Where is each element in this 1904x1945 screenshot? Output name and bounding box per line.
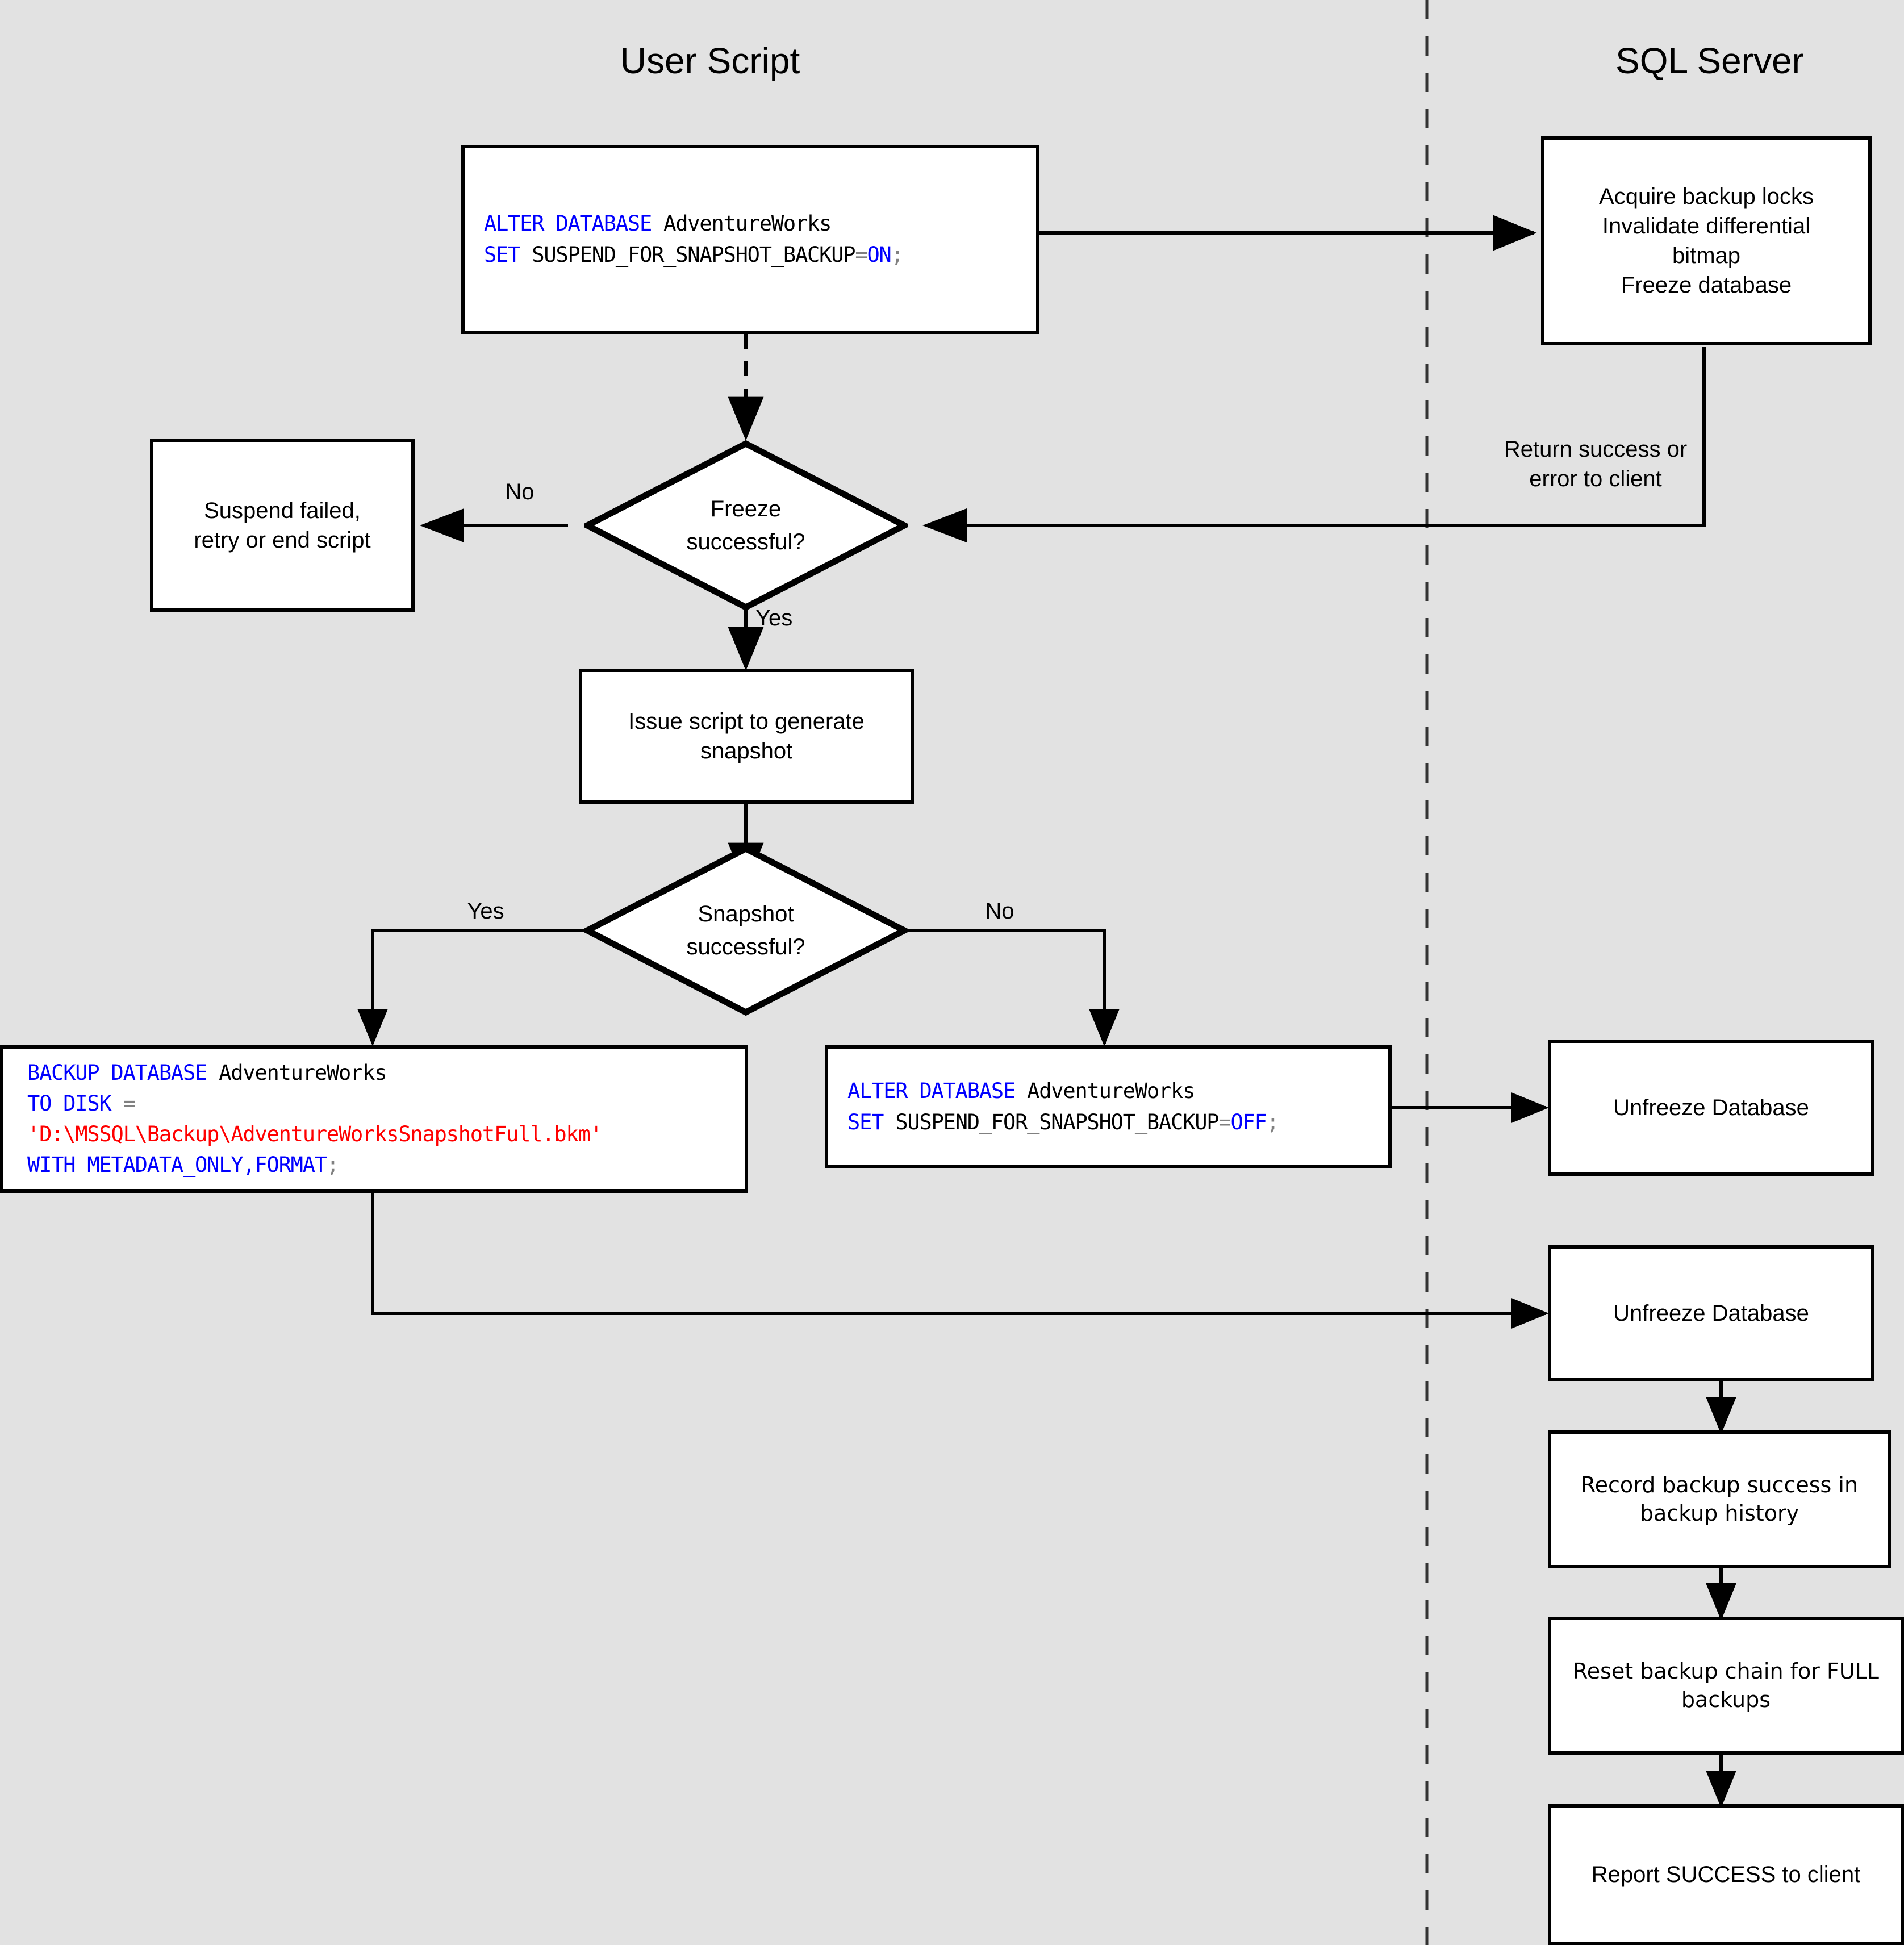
edge-snapshot-yes: [357, 929, 588, 1046]
node-suspend-failed[interactable]: Suspend failed, retry or end script: [150, 439, 415, 612]
freeze-decision-shape: [584, 440, 908, 611]
node-unfreeze-database-1[interactable]: Unfreeze Database: [1548, 1040, 1874, 1176]
edge-label-snapshot-no: No: [985, 899, 1014, 924]
alter-on-equals: =: [855, 242, 867, 267]
backup-to-disk-keyword: TO DISK: [27, 1091, 112, 1116]
snapshot-decision-label: Snapshot successful?: [686, 901, 805, 959]
backup-disk-path: 'D:\MSSQL\Backup\AdventureWorksSnapshotF…: [27, 1122, 603, 1146]
node-snapshot-successful-decision[interactable]: Snapshot successful?: [584, 845, 908, 1016]
node-issue-script[interactable]: Issue script to generate snapshot: [579, 669, 914, 804]
lane-title-sql-server: SQL Server: [1615, 40, 1804, 81]
node-reset-backup-chain[interactable]: Reset backup chain for FULL backups: [1548, 1617, 1904, 1755]
freeze-decision-label: Freeze successful?: [686, 496, 805, 554]
node-alter-database-on[interactable]: ALTER DATABASE AdventureWorks SET SUSPEN…: [461, 145, 1039, 334]
backup-semicolon: ;: [326, 1153, 339, 1178]
alter-off-object: AdventureWorks: [1027, 1079, 1195, 1104]
alter-off-keyword-1: ALTER DATABASE: [847, 1079, 1016, 1104]
snapshot-decision-shape: [584, 845, 908, 1016]
backup-with-options: WITH METADATA_ONLY,FORMAT: [27, 1153, 327, 1178]
backup-keyword-1: BACKUP DATABASE: [27, 1060, 207, 1085]
alter-on-option: SUSPEND_FOR_SNAPSHOT_BACKUP: [532, 242, 855, 267]
node-backup-database[interactable]: BACKUP DATABASE AdventureWorks TO DISK =…: [0, 1045, 748, 1193]
edge-label-snapshot-yes: Yes: [467, 899, 504, 924]
alter-on-object: AdventureWorks: [663, 211, 832, 236]
node-record-backup-history[interactable]: Record backup success in backup history: [1548, 1430, 1891, 1568]
node-unfreeze-database-2[interactable]: Unfreeze Database: [1548, 1245, 1874, 1381]
node-alter-database-off[interactable]: ALTER DATABASE AdventureWorks SET SUSPEN…: [825, 1045, 1392, 1168]
edge-label-freeze-no: No: [505, 479, 535, 504]
edge-backup-to-unfreeze2: [371, 1193, 1549, 1329]
alter-off-semicolon: ;: [1266, 1109, 1279, 1134]
alter-off-equals: =: [1218, 1109, 1231, 1134]
edge-label-freeze-yes: Yes: [755, 606, 793, 631]
alter-on-keyword-2: SET: [484, 242, 520, 267]
alter-on-value: ON: [867, 242, 891, 267]
lane-title-user-script: User Script: [620, 40, 800, 81]
alter-off-option: SUSPEND_FOR_SNAPSHOT_BACKUP: [895, 1109, 1219, 1134]
node-freeze-successful-decision[interactable]: Freeze successful?: [584, 440, 908, 611]
node-acquire-backup-locks[interactable]: Acquire backup locks Invalidate differen…: [1541, 136, 1872, 345]
node-report-success[interactable]: Report SUCCESS to client: [1548, 1804, 1904, 1945]
edge-label-return-to-client: Return success or error to client: [1504, 437, 1688, 491]
backup-equals: =: [123, 1091, 136, 1116]
alter-off-keyword-2: SET: [847, 1109, 884, 1134]
alter-off-value: OFF: [1230, 1109, 1267, 1134]
alter-on-keyword-1: ALTER DATABASE: [484, 211, 652, 236]
edge-snapshot-no: [904, 929, 1120, 1046]
alter-on-semicolon: ;: [891, 242, 904, 267]
backup-object: AdventureWorks: [219, 1060, 387, 1085]
